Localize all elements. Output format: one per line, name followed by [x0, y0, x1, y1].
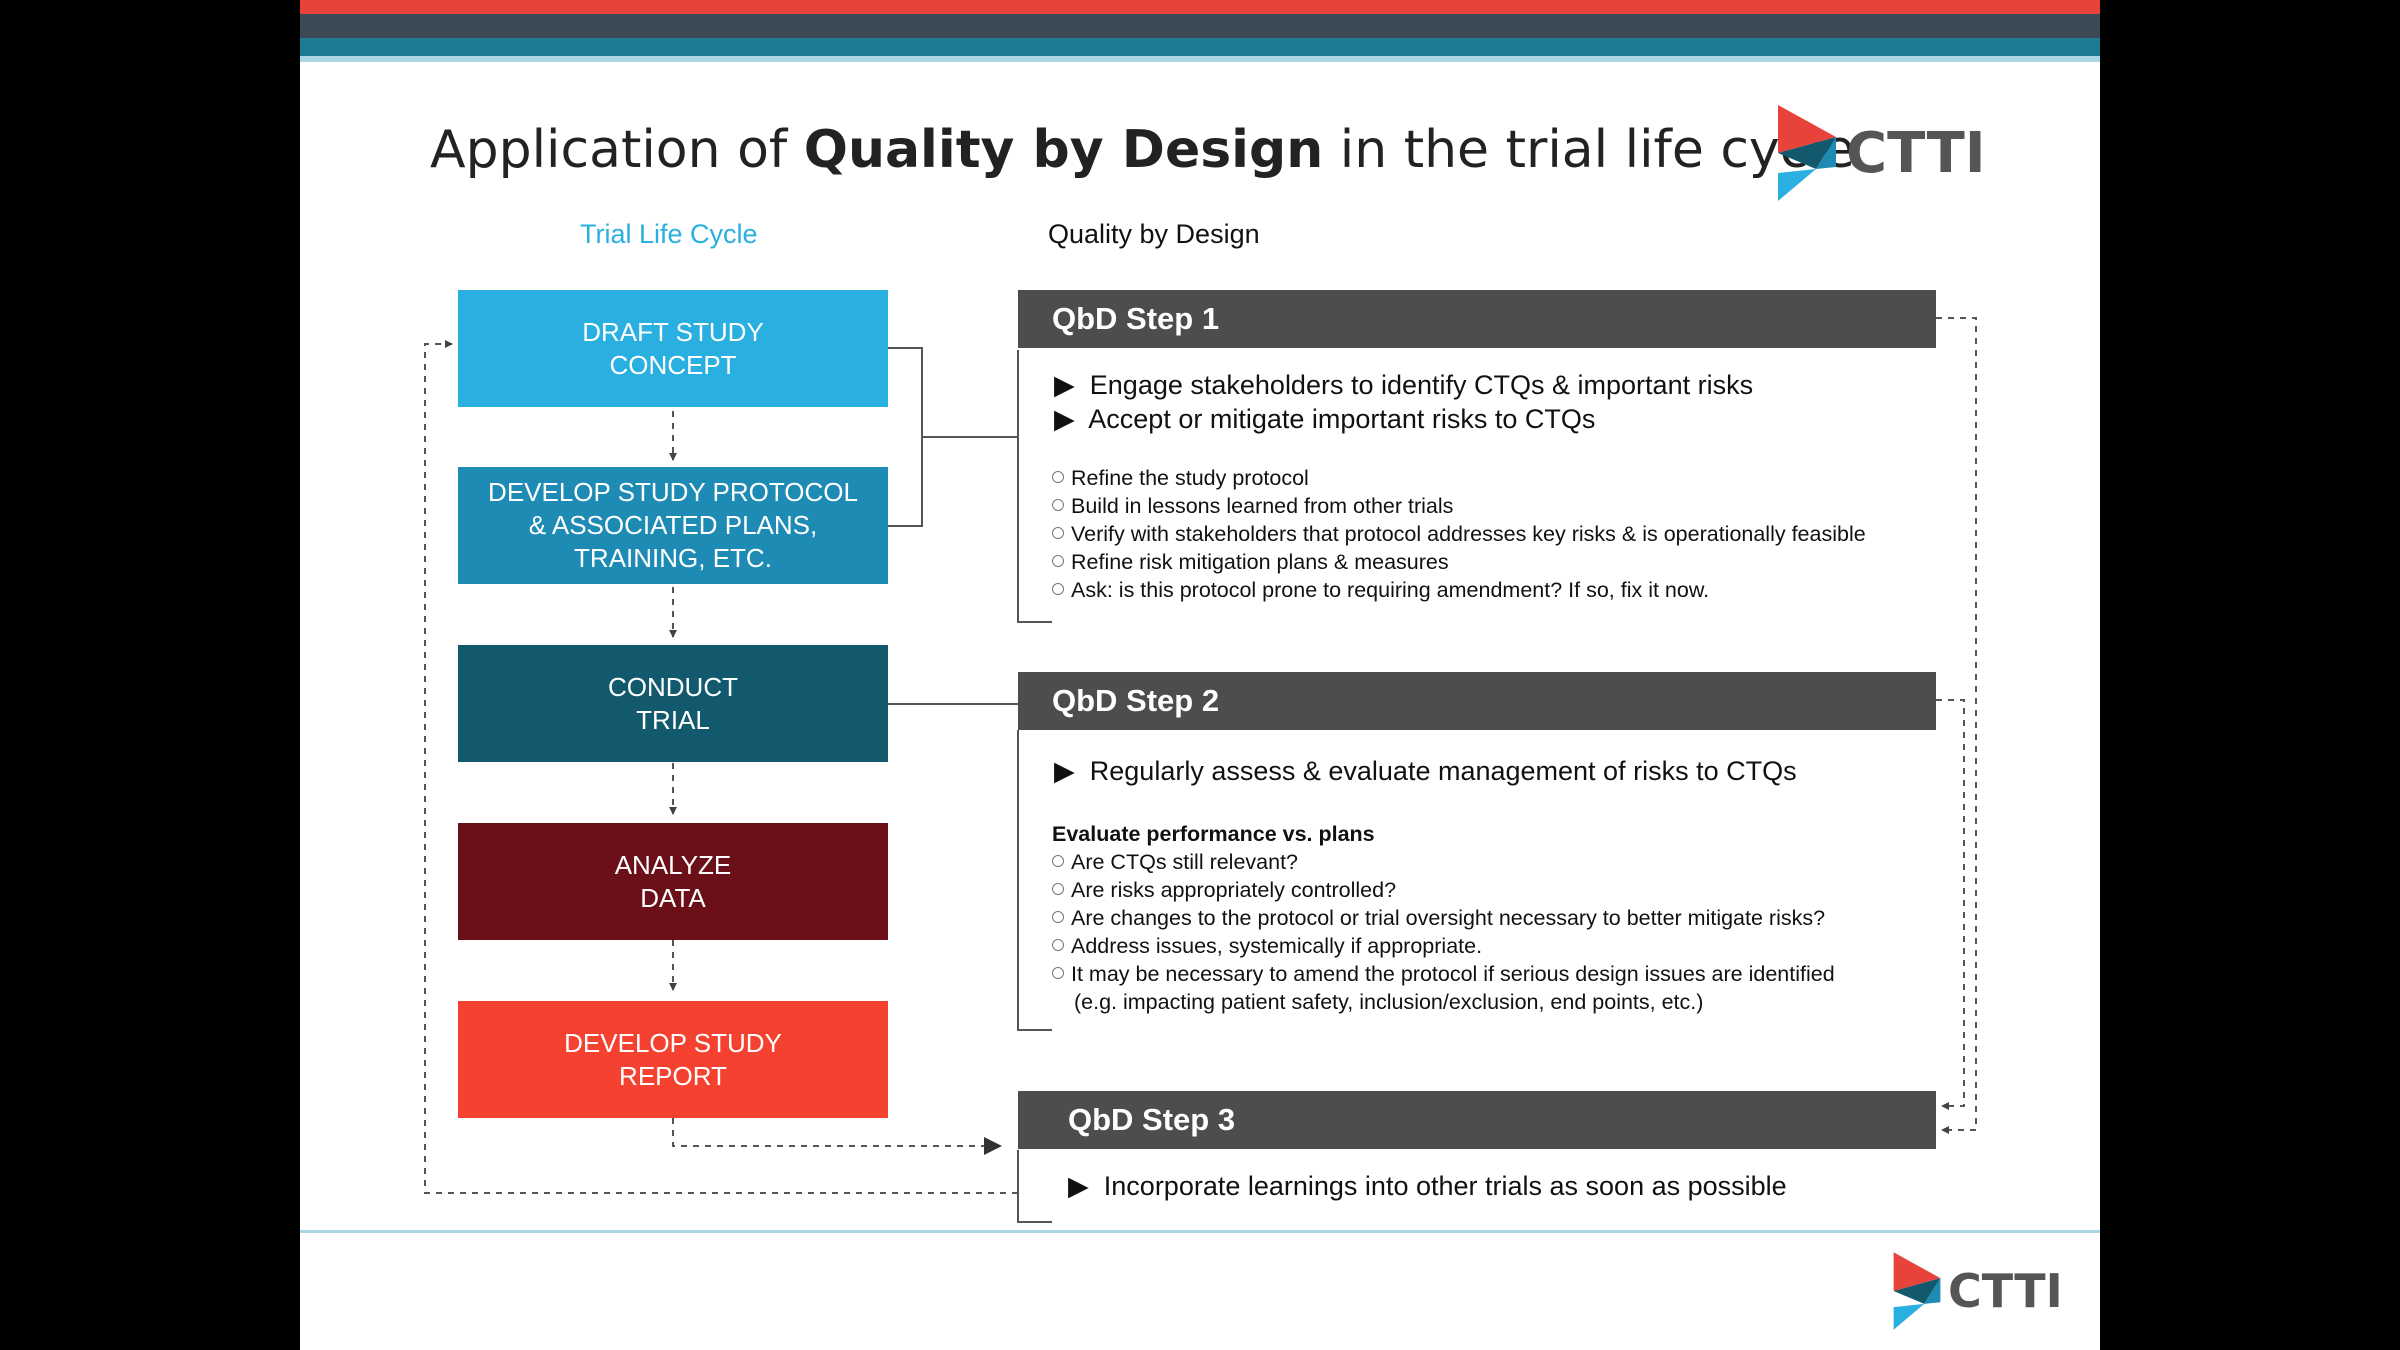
step1-subitem-1: Refine the study protocol: [1052, 466, 1309, 491]
qbd-step3-header: QbD Step 3: [1018, 1091, 1936, 1149]
step1-bullet-1: ▶ Engage stakeholders to identify CTQs &…: [1054, 370, 1754, 400]
footer-ctti-logo: CTTI: [1892, 1250, 2063, 1332]
footer-ctti-logo-icon: [1893, 1252, 1941, 1330]
qbd-step1-header: QbD Step 1: [1018, 290, 1936, 348]
ctti-logo-icon: [1778, 105, 1836, 201]
step1-subitem-5: Ask: is this protocol prone to requiring…: [1052, 578, 1709, 603]
step1-subitem-2: Build in lessons learned from other tria…: [1052, 494, 1453, 519]
step2-subitem-2: Are risks appropriately controlled?: [1052, 878, 1396, 903]
top-bar-red: [300, 0, 2100, 14]
step1-bullet-2: ▶ Accept or mitigate important risks to …: [1054, 404, 1596, 434]
qbd-step2-header: QbD Step 2: [1018, 672, 1936, 730]
footer-divider: [300, 1230, 2100, 1233]
lifecycle-box-analyze-data: ANALYZE DATA: [458, 823, 888, 940]
step2-subitem-3: Are changes to the protocol or trial ove…: [1052, 906, 1825, 931]
step2-subheading: Evaluate performance vs. plans: [1052, 822, 1375, 846]
step2-subitem-4: Address issues, systemically if appropri…: [1052, 934, 1482, 959]
lifecycle-box-develop-study-report: DEVELOP STUDY REPORT: [458, 1001, 888, 1118]
step3-bullet-1: ▶ Incorporate learnings into other trial…: [1068, 1171, 1787, 1201]
slide: Application of Quality by Design in the …: [300, 0, 2100, 1350]
quality-by-design-heading: Quality by Design: [1048, 219, 1260, 249]
step1-subitem-4: Refine risk mitigation plans & measures: [1052, 550, 1449, 575]
step2-bullet-1: ▶ Regularly assess & evaluate management…: [1054, 756, 1797, 786]
lifecycle-box-conduct-trial: CONDUCT TRIAL: [458, 645, 888, 762]
slide-title: Application of Quality by Design in the …: [430, 120, 1855, 180]
trial-life-cycle-heading: Trial Life Cycle: [580, 219, 758, 249]
top-bar-light: [300, 56, 2100, 62]
step2-subitem-1: Are CTQs still relevant?: [1052, 850, 1298, 875]
step2-subitem-5-continuation: (e.g. impacting patient safety, inclusio…: [1074, 990, 1704, 1014]
lifecycle-box-develop-study-protocol: DEVELOP STUDY PROTOCOL & ASSOCIATED PLAN…: [458, 467, 888, 584]
step1-subitem-3: Verify with stakeholders that protocol a…: [1052, 522, 1866, 547]
lifecycle-box-draft-study-concept: DRAFT STUDY CONCEPT: [458, 290, 888, 407]
step2-subitem-5: It may be necessary to amend the protoco…: [1052, 962, 1835, 987]
ctti-logo: CTTI: [1776, 103, 1986, 203]
connector-lines: [424, 317, 1977, 1223]
top-bar-teal: [300, 38, 2100, 56]
top-bar-slate: [300, 14, 2100, 38]
